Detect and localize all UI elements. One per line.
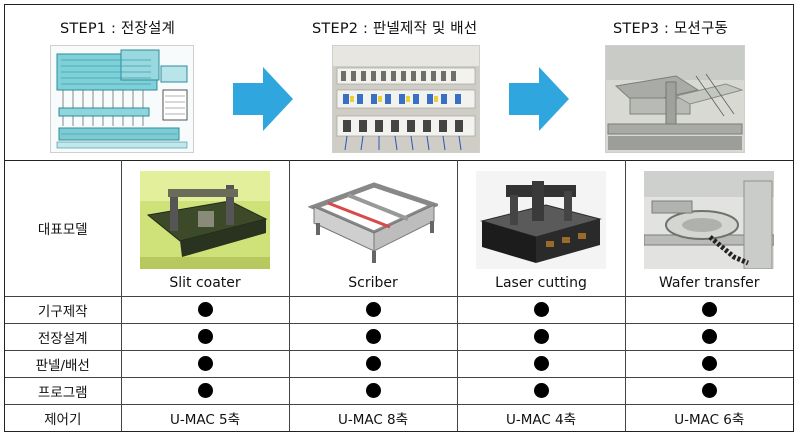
check-mark-dot <box>197 302 213 318</box>
step1-title: STEP1 : 전장설계 <box>60 21 176 37</box>
wafer-transfer-photo <box>644 170 775 269</box>
model-row: 대표모델 Slit coater <box>5 160 793 297</box>
model-name: Scriber <box>348 274 398 291</box>
step2-title: STEP2 : 판넬제작 및 배선 <box>312 21 478 37</box>
slit-coater-photo <box>140 170 270 269</box>
controller-value: U-MAC 5축 <box>120 404 290 431</box>
electrical-schematic-image <box>50 45 194 153</box>
steps-section: STEP1 : 전장설계 <box>5 5 793 161</box>
scriber-render <box>308 170 438 269</box>
control-panel-wiring-photo <box>332 45 480 153</box>
controller-row: 제어기 U-MAC 5축 U-MAC 8축 U-MAC 4축 U-MAC 6축 <box>5 404 793 431</box>
check-mark-dot <box>365 329 381 345</box>
process-overview-frame: STEP1 : 전장설계 <box>4 4 794 432</box>
row-label: 제어기 <box>5 404 122 431</box>
row-label: 프로그램 <box>5 376 122 406</box>
check-mark-dot <box>701 302 717 318</box>
check-mark-dot <box>197 329 213 345</box>
check-mark-dot <box>365 356 381 372</box>
check-mark-dot <box>533 329 549 345</box>
feature-row-program: 프로그램 <box>5 376 793 406</box>
row-label-models: 대표모델 <box>5 160 122 297</box>
controller-value: U-MAC 8축 <box>288 404 458 431</box>
check-mark-dot <box>701 329 717 345</box>
right-arrow-icon <box>509 67 569 131</box>
model-name: Slit coater <box>169 274 241 291</box>
row-label: 전장설계 <box>5 322 122 351</box>
model-cell: Slit coater <box>120 160 290 297</box>
model-name: Wafer transfer <box>658 274 760 291</box>
check-mark-dot <box>365 383 381 399</box>
check-mark-dot <box>533 356 549 372</box>
feature-row-panel: 판넬/배선 <box>5 349 793 378</box>
laser-cutting-render <box>476 170 606 269</box>
right-arrow-icon <box>233 67 293 131</box>
feature-row-electrical: 전장설계 <box>5 322 793 351</box>
model-name: Laser cutting <box>495 274 587 291</box>
model-cell: Wafer transfer <box>624 160 793 297</box>
feature-row-mechanical: 기구제작 <box>5 295 793 324</box>
model-cell: Laser cutting <box>456 160 626 297</box>
check-mark-dot <box>365 302 381 318</box>
step3-title: STEP3 : 모션구동 <box>613 21 729 37</box>
model-cell: Scriber <box>288 160 458 297</box>
controller-value: U-MAC 4축 <box>456 404 626 431</box>
check-mark-dot <box>533 302 549 318</box>
row-label: 판넬/배선 <box>5 349 122 378</box>
check-mark-dot <box>533 383 549 399</box>
check-mark-dot <box>701 356 717 372</box>
spec-table: 대표모델 Slit coater <box>5 160 793 431</box>
row-label: 기구제작 <box>5 295 122 324</box>
controller-value: U-MAC 6축 <box>624 404 793 431</box>
check-mark-dot <box>197 383 213 399</box>
check-mark-dot <box>197 356 213 372</box>
check-mark-dot <box>701 383 717 399</box>
motion-robot-photo <box>605 45 745 153</box>
